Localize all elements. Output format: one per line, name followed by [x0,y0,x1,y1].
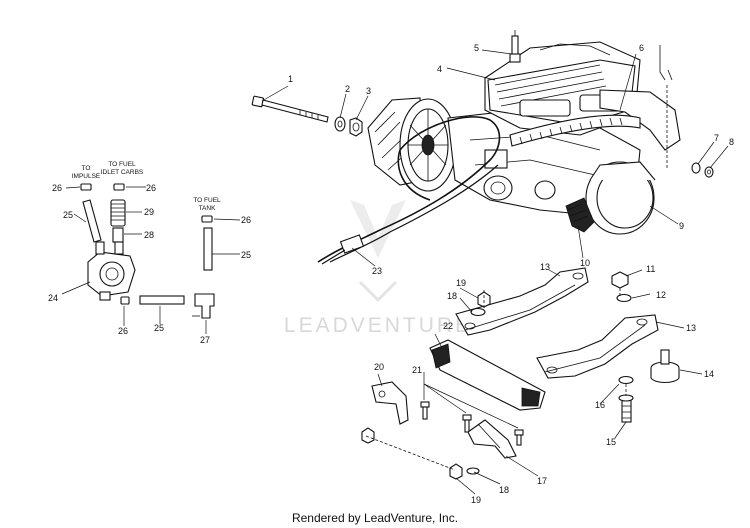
callout-27: 27 [200,335,210,345]
part-6-exhaust-pipe [509,45,681,170]
callout-4: 4 [437,64,442,74]
callout-29: 29 [144,207,154,217]
part-24-fuel-pump [87,241,136,301]
callout-22: 22 [443,321,453,331]
callout-21: 21 [412,365,422,375]
label-to-impulse-1: TO [82,165,91,172]
callout-14: 14 [704,369,714,379]
callout-16: 16 [595,400,605,410]
watermark: LEADVENTURE [284,200,472,337]
callouts: 1 2 3 4 5 6 7 8 9 10 11 12 13 13 14 15 1… [48,43,734,505]
callout-26-carbs: 26 [146,183,156,193]
part-12-washer [616,293,632,303]
engine-assembly [251,30,714,265]
part-10-sensor-bracket [565,197,595,233]
callout-2: 2 [345,84,350,94]
callout-26-tank: 26 [241,215,251,225]
part-5-spark-plug [509,30,521,63]
callout-18-upper: 18 [447,291,457,301]
callout-24: 24 [48,293,58,303]
part-11-nut [611,271,629,289]
part-18-washer-upper [470,307,486,317]
part-22-mount-plate [429,339,546,411]
label-to-fuel-tank-1: TO FUEL [193,197,221,204]
part-26-hose-clamp [80,183,213,305]
part-8-nut [704,166,714,178]
callout-19-upper: 19 [456,278,466,288]
part-25-fuel-hose [82,199,213,305]
callout-5: 5 [474,43,479,53]
watermark-text: LEADVENTURE [284,314,472,337]
engine-mounts [361,267,680,480]
footer-credit: Rendered by LeadVenture, Inc. [291,511,459,525]
part-23-wire-harness [317,116,501,265]
part-29-fuel-filter [110,199,126,227]
fuel-system: TO IMPULSE TO FUEL IDLET CARBS TO FUEL T… [72,161,221,319]
callout-23: 23 [372,266,382,276]
callout-3: 3 [366,86,371,96]
part-17-bracket [467,419,517,459]
callout-12: 12 [656,290,666,300]
callout-10: 10 [580,258,590,268]
callout-26-bottom: 26 [118,326,128,336]
callout-19-lower: 19 [471,495,481,505]
part-1-long-bolt [251,95,329,123]
callout-28: 28 [144,230,154,240]
callout-18-lower: 18 [499,485,509,495]
leader-lines [61,49,729,495]
part-18-washer-lower [466,467,480,475]
part-28-hose-segment [112,227,124,243]
callout-25-left: 25 [63,210,73,220]
callout-13-lower: 13 [686,323,696,333]
callout-1: 1 [288,74,293,84]
part-14-rubber-mount [650,349,680,384]
callout-17: 17 [537,476,547,486]
part-13-mount-bracket-lower [536,314,659,379]
label-to-fuel-carbs-2: IDLET CARBS [101,169,144,176]
part-20-bracket [371,381,409,425]
label-to-fuel-carbs-1: TO FUEL [108,161,136,168]
callout-26-impulse: 26 [52,183,62,193]
part-9-recoil-starter [585,161,656,235]
part-2-washer [334,116,346,132]
part-13-mount-bracket-upper [455,267,589,336]
label-to-fuel-tank-2: TANK [199,205,217,212]
callout-25-bottom: 25 [154,323,164,333]
callout-6: 6 [639,43,644,53]
callout-8: 8 [729,137,734,147]
callout-15: 15 [606,437,616,447]
callout-20: 20 [374,362,384,372]
callout-9: 9 [679,221,684,231]
part-16-washer [618,375,634,385]
part-27-tee-fitting [192,293,215,319]
callout-11: 11 [646,264,655,274]
part-21-bolts [420,401,524,446]
part-19-nut-lower [361,427,463,480]
part-7-washer [691,162,701,174]
callout-25-right: 25 [241,250,251,260]
drive-clutch [367,97,457,192]
callout-7: 7 [714,133,719,143]
callout-13-upper: 13 [540,262,550,272]
part-15-bolt [618,394,634,423]
label-to-impulse-2: IMPULSE [72,173,101,180]
part-19-nut-upper [477,291,491,308]
part-3-nut [349,117,363,137]
